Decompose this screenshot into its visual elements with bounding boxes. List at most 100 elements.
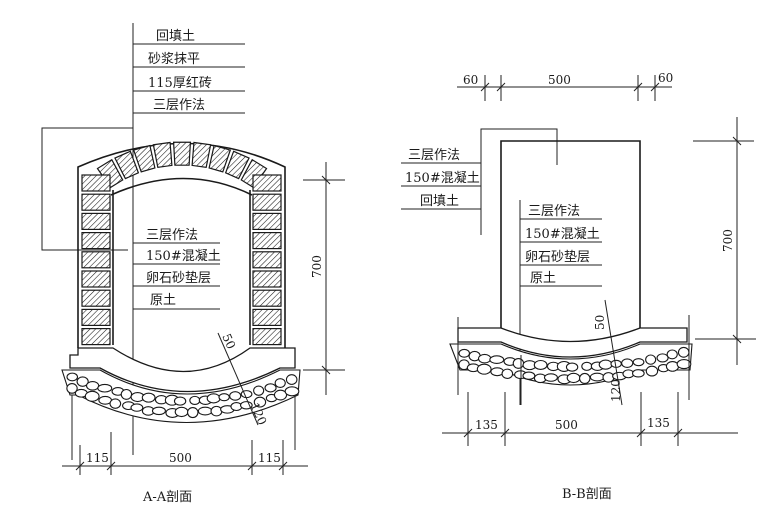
brick (252, 212, 282, 230)
stone (85, 380, 100, 391)
stone (120, 388, 133, 400)
stone (656, 353, 669, 363)
brick (81, 232, 111, 250)
brick (81, 212, 111, 230)
bb-dim-135-left: 135 (475, 418, 498, 432)
aa-arch-inner (110, 177, 253, 196)
stone (512, 357, 525, 369)
arch-brick (240, 158, 268, 189)
stone (476, 363, 492, 375)
stone (621, 358, 634, 368)
stone (174, 406, 189, 418)
arch-brick (132, 144, 156, 173)
aa-inner-label-concrete: 150#混凝土 (146, 248, 221, 264)
aa-dim-115-right: 115 (258, 451, 281, 465)
arch-brick (208, 144, 232, 173)
stone (151, 406, 166, 416)
section-bb: 60 500 60 三层作法 150#混凝土 回填土 三层作法 150#混凝土 … (401, 71, 756, 502)
bb-dim-height: 700 (693, 117, 756, 365)
brick (252, 308, 282, 326)
aa-inner-label-three-layer: 三层作法 (146, 228, 198, 243)
stone (645, 365, 659, 377)
stone (66, 383, 78, 394)
stone (230, 402, 243, 412)
stone (187, 407, 199, 419)
aa-dim-height: 700 (303, 162, 345, 395)
stone (253, 396, 267, 408)
bb-dim-top: 60 500 60 (457, 71, 673, 101)
arch-brick (114, 150, 140, 180)
aa-top-callout: 回填土 砂浆抹平 115厚红砖 三层作法 (41, 23, 245, 455)
stone (189, 395, 201, 406)
aa-inner-callout: 三层作法 150#混凝土 卵石砂垫层 原土 (133, 228, 221, 310)
brick (252, 251, 282, 269)
brick (81, 174, 111, 192)
aa-inner-label-soil: 原土 (150, 293, 176, 308)
brick (252, 174, 282, 192)
aa-dim-500: 500 (169, 451, 192, 465)
bb-caption: B-B剖面 (562, 487, 612, 502)
aa-dim-115-left: 115 (86, 451, 109, 465)
bb-label-three-layer: 三层作法 (408, 148, 460, 163)
brick (81, 270, 111, 288)
stone (253, 385, 265, 396)
aa-inner-label-gravel: 卵石砂垫层 (146, 270, 211, 286)
stone (210, 405, 223, 417)
bb-concrete-bed (457, 327, 688, 358)
aa-stones (66, 372, 300, 419)
bb-dim-500-bottom: 500 (555, 418, 578, 432)
bb-dim-mortar: 50 (593, 315, 607, 330)
stone (533, 359, 548, 370)
bb-dim-60-left: 60 (463, 73, 478, 87)
brick (81, 308, 111, 326)
stone (677, 346, 690, 358)
stone (76, 376, 89, 387)
stone (477, 353, 492, 364)
stone (274, 378, 286, 389)
arch-brick (224, 150, 250, 180)
aa-dim-height-label: 700 (310, 255, 324, 278)
stone (97, 383, 113, 393)
bb-label-concrete: 150#混凝土 (405, 170, 480, 186)
bb-inner-label-three-layer: 三层作法 (528, 204, 580, 219)
stone (206, 393, 221, 404)
bb-inner-label-gravel: 卵石砂垫层 (525, 249, 590, 265)
stone (239, 401, 253, 410)
stone (173, 396, 187, 406)
bb-label-backfill: 回填土 (420, 194, 459, 209)
stone (522, 371, 536, 380)
stone (598, 359, 613, 370)
stone (109, 398, 122, 409)
stone (581, 361, 593, 371)
stone (666, 349, 678, 360)
brick (252, 328, 282, 346)
stone (218, 393, 230, 402)
stone (665, 360, 680, 372)
arch-brick (191, 141, 212, 169)
aa-label-brick: 115厚红砖 (148, 75, 212, 91)
aa-label-mortar: 砂浆抹平 (148, 52, 200, 67)
stone (631, 369, 645, 378)
stone (579, 372, 591, 385)
bb-dim-60-right: 60 (658, 71, 673, 85)
brick (252, 193, 282, 211)
aa-label-backfill: 回填土 (156, 29, 195, 44)
stone (141, 392, 156, 403)
bb-dim-500-top: 500 (548, 73, 571, 87)
bb-box (500, 140, 641, 328)
brick (252, 270, 282, 288)
brick (81, 328, 111, 346)
bb-inner-label-soil: 原土 (530, 271, 556, 286)
bb-stones (458, 346, 692, 385)
stone (676, 359, 692, 370)
stone (458, 348, 471, 358)
stone (130, 403, 144, 412)
arch-brick (172, 141, 192, 166)
stone (240, 390, 253, 399)
stone (589, 372, 605, 382)
stone (565, 362, 579, 372)
bb-dim-135-right: 135 (647, 416, 670, 430)
bb-left-callout: 三层作法 150#混凝土 回填土 (401, 148, 481, 210)
brick (81, 251, 111, 269)
stone (501, 368, 514, 379)
